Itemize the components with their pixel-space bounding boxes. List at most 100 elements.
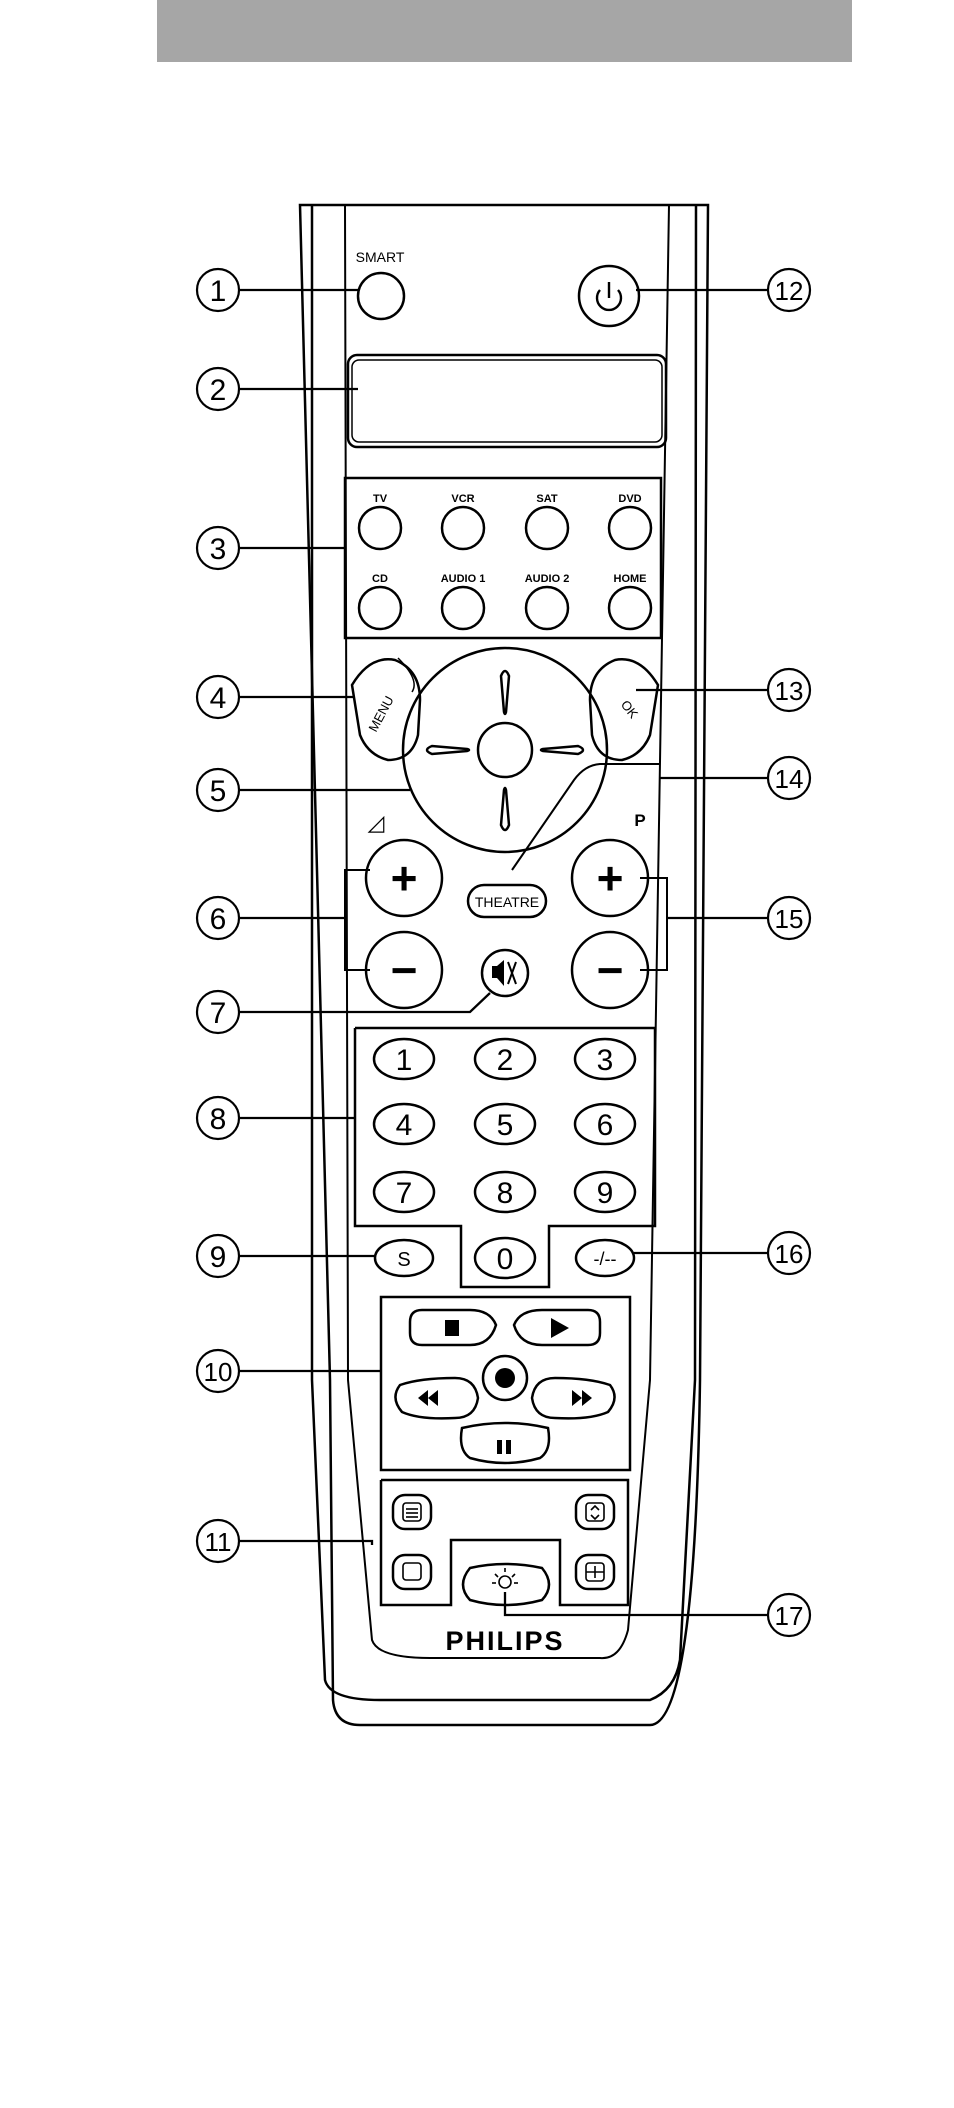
callout-label-15: 15	[775, 904, 804, 934]
callout-circle-12	[766, 267, 812, 313]
digit-label-0: 0	[497, 1243, 514, 1276]
volume-down-minus: −	[391, 944, 418, 996]
callout-label-16: 16	[775, 1239, 804, 1269]
rewind-button[interactable]	[394, 1376, 480, 1420]
callout-circle-11	[195, 1518, 241, 1564]
digit-button-1[interactable]	[372, 1037, 436, 1081]
dash-button[interactable]	[574, 1238, 636, 1278]
ok-label: OK	[618, 697, 642, 721]
transport-panel	[379, 1295, 632, 1472]
tv-frame-button[interactable]	[574, 1553, 616, 1591]
source-label-vcr: VCR	[451, 493, 474, 505]
menu-button[interactable]	[350, 658, 422, 762]
callout-circle-2	[195, 366, 241, 412]
source-button-dvd[interactable]	[607, 505, 653, 551]
nav-up-arrow[interactable]	[499, 669, 511, 716]
menu-label: MENU	[365, 693, 396, 734]
source-button-audio1[interactable]	[440, 585, 486, 631]
source-button-home[interactable]	[607, 585, 653, 631]
source-label-audio1: AUDIO 1	[441, 573, 486, 585]
digit-label-3: 3	[597, 1044, 614, 1077]
callout-label-3: 3	[210, 533, 227, 566]
callout-label-6: 6	[210, 903, 227, 936]
theatre-button[interactable]	[466, 883, 548, 919]
callout-circle-7	[195, 989, 241, 1035]
callout-label-14: 14	[775, 764, 804, 794]
source-label-audio2: AUDIO 2	[525, 573, 570, 585]
source-button-cd[interactable]	[357, 585, 403, 631]
smart-button[interactable]	[356, 271, 406, 321]
play-button[interactable]	[512, 1308, 602, 1347]
callout-circle-14	[766, 755, 812, 801]
ok-button[interactable]	[588, 658, 660, 762]
digit-button-4[interactable]	[372, 1102, 436, 1146]
split-screen-button[interactable]	[574, 1493, 616, 1531]
theatre-label: THEATRE	[475, 894, 539, 910]
digit-label-8: 8	[497, 1177, 514, 1210]
source-button-audio2[interactable]	[524, 585, 570, 631]
record-button[interactable]	[481, 1354, 529, 1402]
digit-label-6: 6	[597, 1109, 614, 1142]
digit-label-7: 7	[396, 1177, 413, 1210]
digit-button-8[interactable]	[473, 1170, 537, 1214]
callout-circle-17	[766, 1592, 812, 1638]
teletext-button[interactable]	[391, 1493, 433, 1531]
fast-forward-button[interactable]	[530, 1376, 616, 1420]
callout-circle-9	[195, 1233, 241, 1279]
source-label-sat: SAT	[536, 493, 557, 505]
source-label-tv: TV	[373, 493, 388, 505]
mute-icon	[492, 960, 517, 986]
digit-button-0[interactable]	[473, 1236, 537, 1280]
navigation-center-button[interactable]	[476, 721, 534, 779]
callout-circle-16	[766, 1230, 812, 1276]
source-button-panel	[343, 476, 663, 640]
volume-up-button[interactable]	[364, 838, 444, 918]
callout-label-5: 5	[210, 775, 227, 808]
callout-circle-4	[195, 674, 241, 720]
callout-label-12: 12	[775, 276, 804, 306]
digit-label-9: 9	[597, 1177, 614, 1210]
stop-button[interactable]	[408, 1308, 498, 1347]
program-up-plus: +	[597, 852, 624, 904]
lcd-display	[346, 353, 668, 449]
picture-format-button[interactable]	[391, 1553, 433, 1591]
digit-button-2[interactable]	[473, 1037, 537, 1081]
callout-circle-3	[195, 525, 241, 571]
s-button[interactable]	[373, 1238, 435, 1278]
digit-button-7[interactable]	[372, 1170, 436, 1214]
digit-button-5[interactable]	[473, 1102, 537, 1146]
volume-up-plus: +	[391, 852, 418, 904]
source-button-sat[interactable]	[524, 505, 570, 551]
source-button-tv[interactable]	[357, 505, 403, 551]
digit-label-2: 2	[497, 1044, 514, 1077]
pause-button[interactable]	[459, 1421, 551, 1465]
callout-circle-10	[195, 1348, 241, 1394]
digit-label-1: 1	[396, 1044, 413, 1077]
callout-label-8: 8	[210, 1103, 227, 1136]
digit-button-3[interactable]	[573, 1037, 637, 1081]
standby-button[interactable]	[577, 264, 641, 328]
teletext-panel	[379, 1478, 630, 1607]
power-icon	[595, 282, 623, 312]
nav-left-arrow[interactable]	[425, 744, 471, 756]
header-bar	[157, 0, 852, 62]
navigation-ring[interactable]	[401, 646, 609, 854]
keypad-panel	[353, 1026, 657, 1289]
digit-button-9[interactable]	[573, 1170, 637, 1214]
mute-button[interactable]	[480, 948, 530, 998]
callout-label-13: 13	[775, 676, 804, 706]
nav-down-arrow[interactable]	[499, 786, 511, 832]
remote-body-outer	[298, 203, 710, 1727]
volume-symbol: ◿	[368, 810, 385, 835]
remote-face	[344, 204, 670, 1660]
callout-label-9: 9	[210, 1241, 227, 1274]
light-button[interactable]	[461, 1562, 551, 1607]
callout-label-4: 4	[210, 682, 227, 715]
program-down-minus: −	[597, 944, 624, 996]
callout-label-7: 7	[210, 997, 227, 1030]
nav-right-arrow[interactable]	[539, 744, 585, 756]
callout-label-11: 11	[205, 1527, 232, 1557]
source-button-vcr[interactable]	[440, 505, 486, 551]
digit-button-6[interactable]	[573, 1102, 637, 1146]
